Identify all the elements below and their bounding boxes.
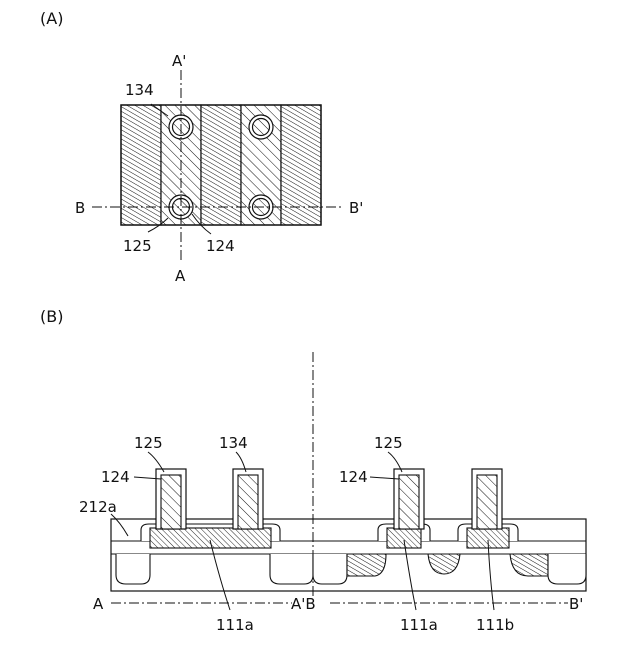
- plug-134: [233, 469, 263, 529]
- lower-well-2: [270, 554, 313, 584]
- plug-125-right: [394, 469, 424, 529]
- lower-region-hatched-1: [347, 554, 386, 576]
- panel-b: (B): [40, 307, 586, 634]
- label-a: A: [175, 267, 186, 285]
- label-124-right: 124: [339, 468, 368, 486]
- panel-b-label: (B): [40, 307, 63, 326]
- label-124-left: 124: [101, 468, 130, 486]
- lower-well-4: [548, 554, 586, 584]
- label-111a-left: 111a: [216, 616, 254, 634]
- label-124: 124: [206, 237, 235, 255]
- plug-111b: [472, 469, 502, 529]
- label-134: 134: [125, 81, 154, 99]
- label-b-prime-b: B': [569, 595, 583, 613]
- label-a-prime: A': [172, 52, 186, 70]
- lower-well-1: [116, 554, 150, 584]
- plug-125-left: [156, 469, 186, 529]
- layer-111a-left: [150, 528, 271, 548]
- label-a-b: A: [93, 595, 104, 613]
- label-125-right: 125: [374, 434, 403, 452]
- layer-111a-right: [387, 528, 421, 548]
- label-b-prime: B': [349, 199, 363, 217]
- label-134-b: 134: [219, 434, 248, 452]
- label-111a-right: 111a: [400, 616, 438, 634]
- label-125: 125: [123, 237, 152, 255]
- label-212a: 212a: [79, 498, 117, 516]
- contact-hole-2: [249, 115, 273, 139]
- label-111b: 111b: [476, 616, 514, 634]
- label-125-left: 125: [134, 434, 163, 452]
- label-b: B: [75, 199, 85, 217]
- panel-a-label: (A): [40, 9, 63, 28]
- lower-well-3: [313, 554, 347, 584]
- label-a-prime-b: A'B: [291, 595, 316, 613]
- panel-a: (A) A' A: [40, 9, 363, 285]
